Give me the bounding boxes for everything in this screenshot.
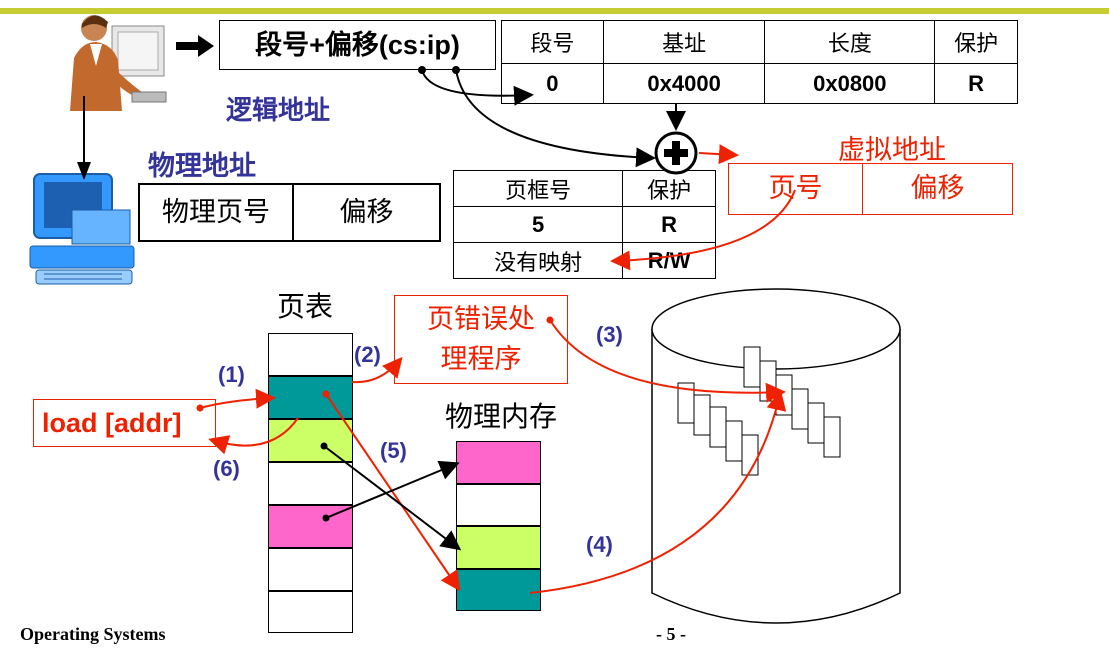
page-entry-unmapped: 没有映射: [452, 242, 624, 279]
segment-header-no: 段号: [501, 20, 604, 64]
logical-address-box: 段号+偏移(cs:ip): [219, 20, 496, 70]
step-6-arrow: [208, 417, 299, 455]
computer-icon: [22, 170, 142, 288]
step-2-label: (2): [354, 342, 381, 367]
virtual-page-number: 页号: [729, 164, 863, 214]
page-table-entry: [268, 591, 353, 633]
offset-to-adder-arrow: [455, 69, 656, 168]
page-entry-frame-value: 5: [452, 206, 624, 243]
step-5-label: (5): [380, 438, 407, 463]
plus-circle-icon: [653, 130, 699, 176]
memory-frame: [456, 484, 541, 526]
segment-cell-length: 0x0800: [764, 63, 936, 104]
page-table-entry: [268, 462, 353, 505]
person-to-computer-arrow: [74, 96, 94, 182]
load-instruction-box: load [addr]: [33, 399, 216, 447]
page-table-entry: [268, 548, 353, 591]
handler-dot: [546, 316, 554, 324]
segment-header-length: 长度: [764, 20, 936, 64]
step-1-label: (1): [218, 362, 245, 387]
lime-mapping-arrow: [323, 445, 462, 551]
pink-mapping-arrow: [325, 460, 460, 519]
page-entry-protect-value: R: [622, 206, 716, 243]
page-table-entry: [268, 419, 353, 462]
step-3-arrow: [549, 319, 786, 403]
footer-page-number: - 5 -: [656, 624, 686, 644]
virtual-address-box: 页号 偏移: [728, 163, 1013, 215]
teal-entry-dot: [322, 390, 330, 398]
segment-header-base: 基址: [602, 20, 766, 64]
pink-entry-dot: [322, 514, 330, 522]
step-4-label: (4): [586, 532, 613, 557]
page-fault-handler-line1: 页错误处: [427, 304, 535, 335]
page-number-lookup-arrow: [610, 189, 796, 271]
memory-frame: [456, 526, 541, 569]
page-table-label: 页表: [277, 290, 334, 323]
segment-cell-base: 0x4000: [602, 63, 766, 104]
segment-lookup-arrow: [421, 69, 534, 106]
physical-memory: [456, 441, 541, 611]
physical-offset: 偏移: [339, 197, 394, 228]
virtual-offset: 偏移: [910, 173, 965, 204]
lime-entry-dot: [320, 442, 328, 450]
physical-address-label: 物理地址: [148, 151, 256, 182]
virtual-address-label: 虚拟地址: [838, 135, 946, 166]
person-icon: [52, 6, 172, 116]
memory-frame: [456, 569, 541, 611]
load-dot: [196, 404, 204, 412]
step-1-arrow: [199, 388, 276, 409]
step-6-label: (6): [213, 456, 240, 481]
physical-memory-label: 物理内存: [445, 400, 558, 433]
step-4-arrow: [529, 390, 787, 594]
step-3-label: (3): [596, 322, 623, 347]
page-entry-table: 页框号 保护 5 R 没有映射 R/W: [452, 170, 716, 279]
step-2-arrow: [351, 356, 403, 384]
page-table-entry: [268, 505, 353, 548]
page-table-entry: [268, 333, 353, 376]
segment-table: 段号 基址 长度 保护 0 0x4000 0x0800 R: [501, 20, 1018, 104]
page-fault-handler-line2: 理程序: [440, 344, 522, 375]
page-fault-handler-box: 页错误处 理程序: [394, 295, 568, 384]
logical-address-label: 逻辑地址: [226, 95, 331, 125]
page-entry-header-frame: 页框号: [452, 170, 624, 207]
adder-to-virtual-arrow: [698, 144, 739, 165]
disk-icon: [648, 285, 904, 635]
arrow-right-icon: [176, 34, 216, 58]
footer-course-name: Operating Systems: [20, 624, 166, 644]
memory-frame: [456, 441, 541, 484]
physical-address-box: 物理页号 偏移: [138, 183, 441, 242]
header-accent-line: [0, 8, 1109, 14]
physical-page-number: 物理页号: [140, 185, 294, 240]
segment-cell-protect: R: [934, 63, 1018, 104]
segment-header-protect: 保护: [934, 20, 1018, 64]
